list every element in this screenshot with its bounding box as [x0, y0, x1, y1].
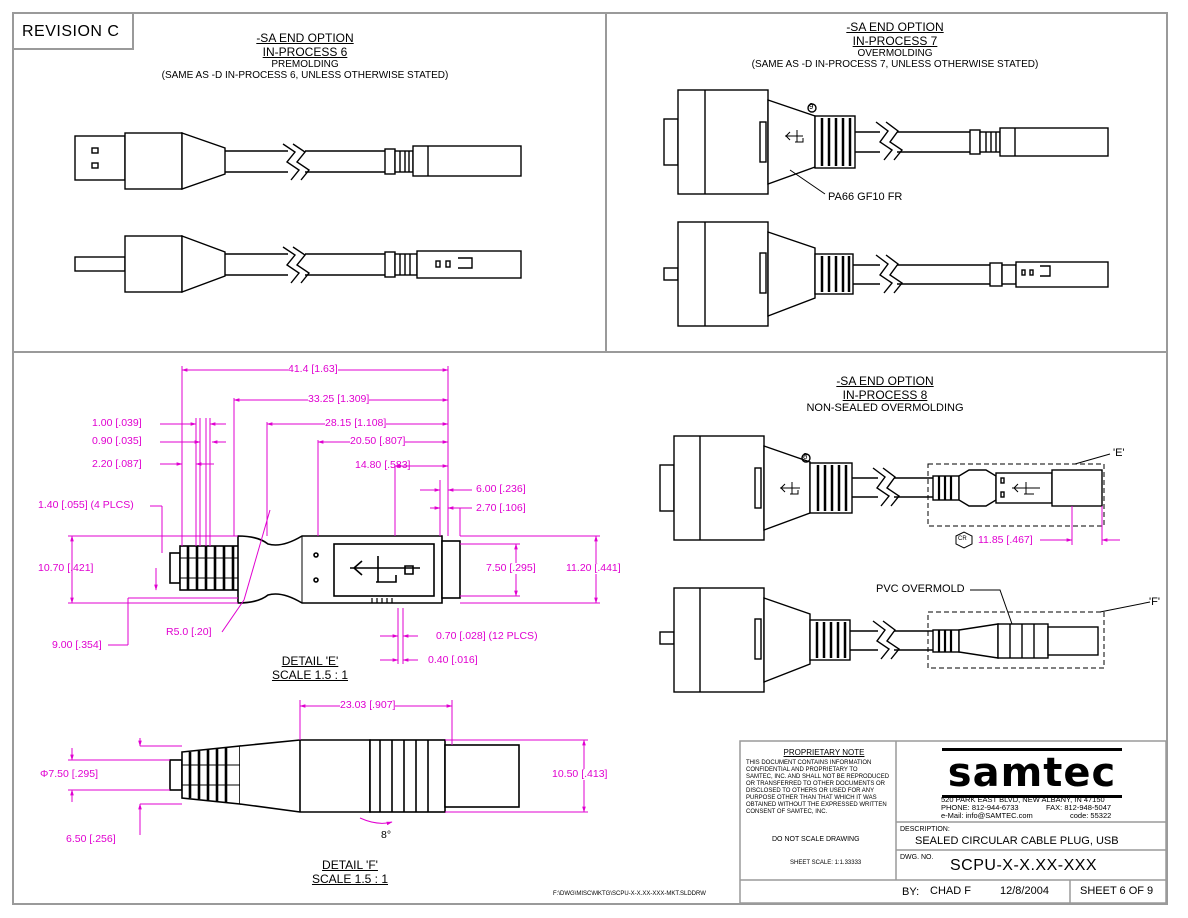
ip7-balloon: 9: [809, 102, 814, 111]
detail-e-dimensions: [68, 366, 600, 664]
dim-1-40: 1.40 [.055] (4 PLCS): [38, 499, 134, 511]
company-email: e-Mail: info@SAMTEC.com: [941, 811, 1033, 820]
dwg-number: SCPU-X-X.XX-XXX: [950, 857, 1098, 874]
frame-left: [12, 12, 14, 905]
cr-hexagon: [955, 531, 973, 549]
ip6-line4: (SAME AS -D IN-PROCESS 6, UNLESS OTHERWI…: [161, 70, 449, 81]
drawn-by: CHAD F: [930, 885, 971, 897]
ip6-side-view: [74, 234, 522, 294]
dim-23-03: 23.03 [.907]: [340, 699, 396, 711]
samtec-logo: samtec: [942, 748, 1122, 798]
proprietary-line-6: PURPOSE OTHER THAN THAT WHICH IT WAS: [746, 795, 877, 801]
ip7-line3: OVERMOLDING: [857, 48, 933, 59]
ip8-title-block: -SA END OPTION IN-PROCESS 8 NON-SEALED O…: [730, 374, 1040, 414]
proprietary-note: PROPRIETARY NOTE THIS DOCUMENT CONTAINS …: [746, 748, 892, 816]
dim-41-4: 41.4 [1.63]: [288, 363, 338, 375]
ip8-subtitle: IN-PROCESS 8: [842, 388, 928, 402]
ip7-title-block: -SA END OPTION IN-PROCESS 7 OVERMOLDING …: [720, 20, 1070, 70]
ip8-title: -SA END OPTION: [836, 374, 934, 388]
detail-e-caption: DETAIL 'E' SCALE 1.5 : 1: [240, 654, 380, 682]
detail-e-scale: SCALE 1.5 : 1: [271, 668, 349, 682]
ip7-top-view: [663, 89, 1109, 195]
detail-e-drawing: [169, 535, 461, 604]
proprietary-line-8: CONSENT OF SAMTEC, INC.: [746, 809, 828, 815]
dim-phi-7-50: Φ7.50 [.295]: [40, 768, 99, 780]
proprietary-line-1: THIS DOCUMENT CONTAINS INFORMATION: [746, 760, 872, 766]
ip8-dim-11-85: 11.85 [.467]: [978, 534, 1033, 546]
company-code: code: 55322: [1070, 811, 1112, 820]
dim-11-20: 11.20 [.441]: [566, 562, 621, 574]
frame-right: [1166, 12, 1168, 905]
dim-2-70: 2.70 [.106]: [476, 502, 526, 514]
revision-label: REVISION C: [22, 23, 120, 40]
ip7-material-label: PA66 GF10 FR: [828, 191, 903, 203]
detail-f-drawing: [169, 739, 520, 813]
dim-33-25: 33.25 [1.309]: [308, 393, 370, 405]
dim-10-50: 10.50 [.413]: [552, 768, 608, 780]
ip8-pvc-label: PVC OVERMOLD: [876, 583, 965, 595]
detail-f-scale: SCALE 1.5 : 1: [311, 872, 389, 886]
dim-9-00: 9.00 [.354]: [52, 639, 102, 651]
by-label: BY:: [902, 886, 920, 898]
dim-angle-8: 8°: [381, 829, 392, 841]
ip6-title-block: -SA END OPTION IN-PROCESS 6 PREMOLDING (…: [140, 31, 470, 81]
detail-e-title: DETAIL 'E': [281, 654, 339, 668]
dim-1-00: 1.00 [.039]: [92, 417, 142, 429]
dim-7-50: 7.50 [.295]: [486, 562, 536, 574]
divider-vertical: [605, 12, 607, 352]
divider-horizontal: [12, 351, 1168, 353]
dim-20-50: 20.50 [.807]: [350, 435, 406, 447]
dim-28-15: 28.15 [1.108]: [325, 417, 387, 429]
description-label: DESCRIPTION:: [900, 826, 950, 833]
ip8-cr-symbol: CR: [958, 536, 967, 542]
ip6-subtitle: IN-PROCESS 6: [262, 45, 348, 59]
dim-0-70: 0.70 [.028] (12 PLCS): [436, 630, 538, 642]
ip8-detail-e-ref: 'E': [1113, 447, 1125, 459]
proprietary-line-3: SAMTEC, INC. AND SHALL NOT BE REPRODUCED: [746, 774, 890, 780]
ip7-title: -SA END OPTION: [846, 20, 944, 34]
dim-10-70: 10.70 [.421]: [38, 562, 94, 574]
proprietary-line-7: OBTAINED WITHOUT THE EXPRESSED WRITTEN: [746, 802, 887, 808]
ip7-side-view: [663, 221, 1109, 327]
ip8-side-view: [659, 587, 1151, 693]
dwg-label: DWG. NO.: [900, 854, 934, 861]
proprietary-line-5: DISCLOSED TO OTHERS OR USED FOR ANY: [746, 788, 875, 794]
do-not-scale-note: DO NOT SCALE DRAWING: [772, 836, 860, 843]
proprietary-title: PROPRIETARY NOTE: [783, 748, 865, 757]
ip8-line3: NON-SEALED OVERMOLDING: [806, 402, 964, 414]
dim-2-20: 2.20 [.087]: [92, 458, 142, 470]
ip6-title: -SA END OPTION: [256, 31, 354, 45]
dim-6-50: 6.50 [.256]: [66, 833, 116, 845]
proprietary-line-4: OR TRANSFERRED TO OTHER DOCUMENTS OR: [746, 781, 886, 787]
detail-f-title: DETAIL 'F': [322, 858, 378, 872]
dim-0-90: 0.90 [.035]: [92, 435, 142, 447]
company-phone: PHONE: 812-944-6733: [941, 803, 1019, 812]
dim-6-00: 6.00 [.236]: [476, 483, 526, 495]
frame-top: [12, 12, 1168, 14]
sheet-number: SHEET 6 OF 9: [1080, 885, 1154, 897]
title-block-frame: [739, 740, 1167, 904]
revision-box: [12, 14, 134, 50]
dim-14-80: 14.80 [.583]: [355, 459, 411, 471]
sheet-scale-note: SHEET SCALE: 1:1.33333: [790, 860, 862, 866]
company-address: 520 PARK EAST BLVD, NEW ALBANY, IN 47150: [941, 795, 1105, 804]
dim-0-40: 0.40 [.016]: [428, 654, 478, 666]
ip7-subtitle: IN-PROCESS 7: [852, 34, 938, 48]
description-value: SEALED CIRCULAR CABLE PLUG, USB: [915, 835, 1119, 847]
ip8-top-view: [659, 435, 1111, 541]
ip7-line4: (SAME AS -D IN-PROCESS 7, UNLESS OTHERWI…: [751, 59, 1039, 70]
frame-bottom: [12, 903, 1168, 905]
ip6-top-view: [74, 132, 522, 190]
drawing-date: 12/8/2004: [1000, 885, 1049, 897]
ip8-balloon: 8: [803, 452, 808, 461]
company-fax: FAX: 812-948-5047: [1046, 803, 1112, 812]
ip8-detail-f-ref: 'F': [1149, 596, 1160, 608]
ip8-dimensions: [1040, 506, 1120, 545]
proprietary-line-2: CONFIDENTIAL AND PROPRIETARY TO: [746, 767, 858, 773]
file-path: F:\DWG\MISC\MKTG\SCPU-X-X.XX-XXX-MKT.SLD…: [553, 891, 706, 897]
ip6-line3: PREMOLDING: [271, 59, 339, 70]
dim-r5-0: R5.0 [.20]: [166, 626, 212, 638]
detail-f-caption: DETAIL 'F' SCALE 1.5 : 1: [280, 858, 420, 886]
